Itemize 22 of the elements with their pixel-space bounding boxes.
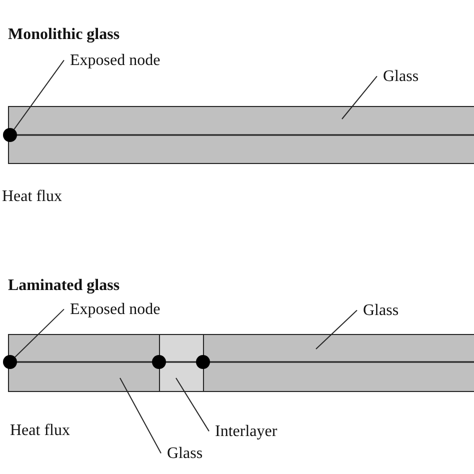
section-heading: Monolithic glass bbox=[8, 27, 120, 43]
part-label: Glass bbox=[167, 446, 203, 462]
part-label: Glass bbox=[383, 69, 419, 85]
section-heading: Laminated glass bbox=[8, 278, 120, 294]
part-label: Glass bbox=[363, 303, 399, 319]
annotation: Heat flux bbox=[10, 423, 70, 439]
leader-line bbox=[14, 60, 64, 130]
leader-line bbox=[316, 310, 358, 350]
glass-pane bbox=[8, 334, 160, 392]
part-label: Exposed node bbox=[70, 302, 160, 318]
node-dot bbox=[3, 355, 17, 369]
leader-line bbox=[342, 76, 378, 120]
glass-pane bbox=[203, 334, 474, 392]
part-label: Exposed node bbox=[70, 53, 160, 69]
node-dot bbox=[3, 128, 17, 142]
leader-line bbox=[176, 378, 210, 432]
leader-line bbox=[14, 308, 64, 358]
part-label: Interlayer bbox=[215, 424, 278, 440]
glass-pane bbox=[8, 106, 474, 164]
leader-line bbox=[120, 378, 162, 454]
annotation: Heat flux bbox=[2, 189, 62, 205]
glass-pane bbox=[159, 334, 204, 392]
